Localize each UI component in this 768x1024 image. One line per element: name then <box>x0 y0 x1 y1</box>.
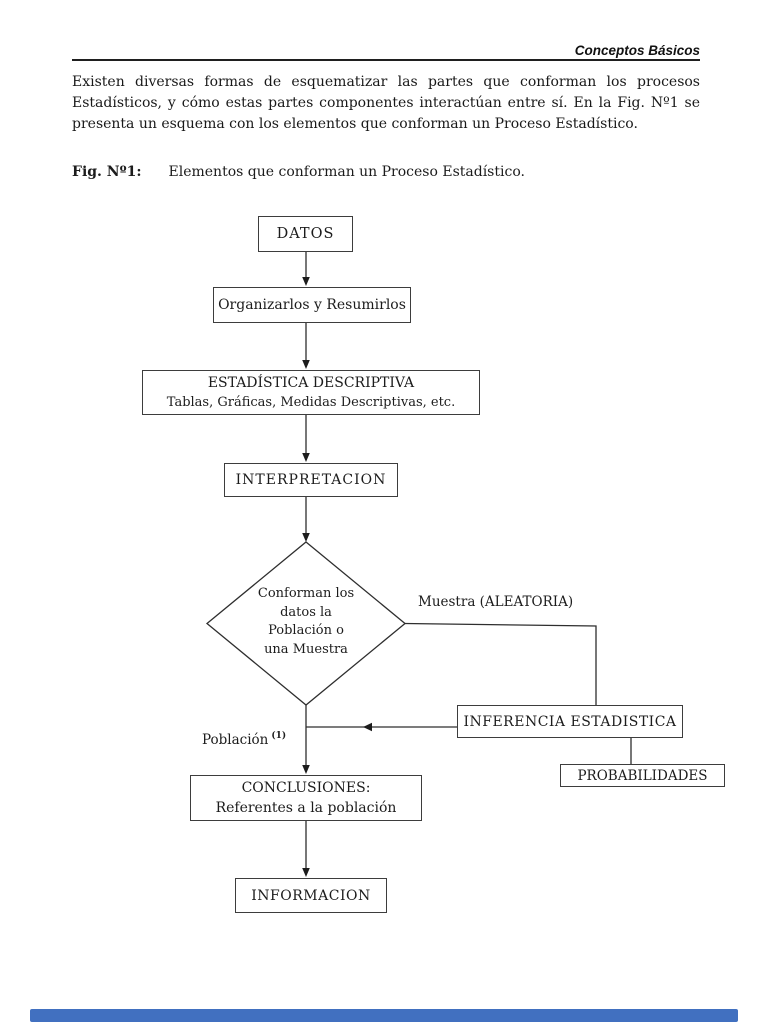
branch-label-poblacion: Población(1) <box>202 731 287 748</box>
node-inferencia-estadistica: INFERENCIA ESTADISTICA <box>457 705 683 738</box>
node-inferencia-label: INFERENCIA ESTADISTICA <box>463 713 677 730</box>
node-conclusiones: CONCLUSIONES: Referentes a la población <box>190 775 422 821</box>
node-probabilidades: PROBABILIDADES <box>560 764 725 787</box>
node-estadistica-title: ESTADÍSTICA DESCRIPTIVA <box>207 374 415 391</box>
branch-label-muestra: Muestra (ALEATORIA) <box>418 594 574 610</box>
header-rule <box>72 59 700 61</box>
node-probabilidades-label: PROBABILIDADES <box>577 767 708 784</box>
arrowheads <box>302 277 372 877</box>
decision-diamond-text: Conforman los datos la Población o una M… <box>257 586 355 657</box>
node-interpretacion: INTERPRETACION <box>224 463 398 497</box>
node-informacion: INFORMACION <box>235 878 387 913</box>
node-interpretacion-label: INTERPRETACION <box>235 472 387 488</box>
document-progress-bar[interactable] <box>30 1009 738 1022</box>
node-organizar: Organizarlos y Resumirlos <box>213 287 411 323</box>
node-organizar-label: Organizarlos y Resumirlos <box>218 297 406 313</box>
figure-caption: Fig. Nº1: Elementos que conforman un Proc… <box>72 164 700 180</box>
node-informacion-label: INFORMACION <box>251 887 371 904</box>
node-conclusiones-title: CONCLUSIONES: <box>241 780 371 796</box>
figure-label: Fig. Nº1: <box>72 164 142 180</box>
figure-caption-text: Elementos que conforman un Proceso Estad… <box>168 164 525 180</box>
intro-paragraph: Existen diversas formas de esquematizar … <box>72 74 700 132</box>
decision-diamond <box>205 541 407 706</box>
node-estadistica-subtitle: Tablas, Gráficas, Medidas Descriptivas, … <box>166 394 456 410</box>
poblacion-footnote-marker: (1) <box>271 731 287 741</box>
node-datos: DATOS <box>258 216 353 252</box>
node-estadistica-descriptiva: ESTADÍSTICA DESCRIPTIVA Tablas, Gráficas… <box>142 370 480 415</box>
node-datos-label: DATOS <box>276 226 335 242</box>
node-conclusiones-subtitle: Referentes a la población <box>215 800 397 816</box>
muestra-branch-line <box>404 622 597 705</box>
page-header-title: Conceptos Básicos <box>574 43 700 58</box>
